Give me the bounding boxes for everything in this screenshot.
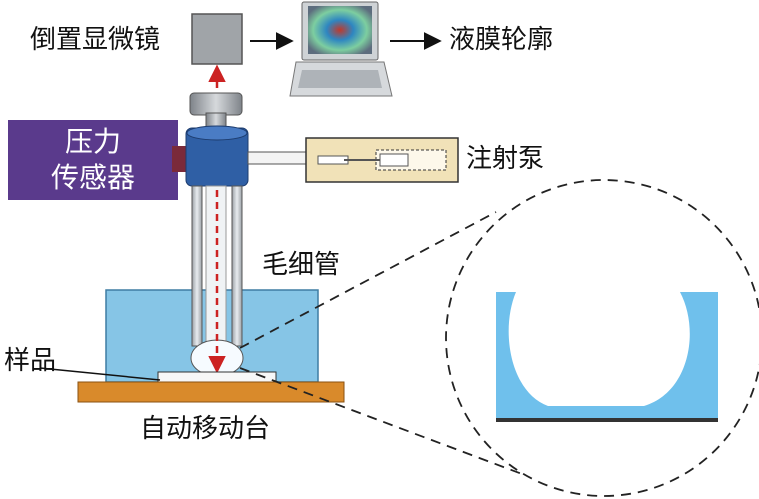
zoom-line-top <box>239 211 497 349</box>
zoom-circle <box>445 179 759 497</box>
zoom-line-bottom <box>239 367 523 475</box>
laptop-icon <box>289 1 393 97</box>
syringe-pump <box>305 137 459 183</box>
capillary-tube-left <box>191 185 203 347</box>
lens <box>189 92 243 116</box>
label-capillary: 毛细管 <box>262 250 341 280</box>
pressure-sensor <box>8 120 178 200</box>
sample-plate <box>157 371 277 383</box>
label-stage: 自动移动台 <box>140 414 271 444</box>
label-sensor-line2: 传感器 <box>50 161 135 194</box>
capillary-tube-right <box>231 185 243 347</box>
label-pump: 注射泵 <box>466 144 545 174</box>
label-contour: 液膜轮廓 <box>449 25 554 55</box>
label-sensor-line1: 压力 <box>64 125 121 158</box>
tube <box>247 151 307 165</box>
microscope-box <box>191 13 243 65</box>
label-sample: 样品 <box>4 346 57 376</box>
label-microscope: 倒置显微镜 <box>30 25 161 55</box>
stage-plate <box>77 381 345 403</box>
label-pressure-sensor: 压力 传感器 <box>8 124 178 196</box>
zoom-liquid-profile <box>496 292 718 418</box>
sample-leader-line <box>39 367 161 381</box>
